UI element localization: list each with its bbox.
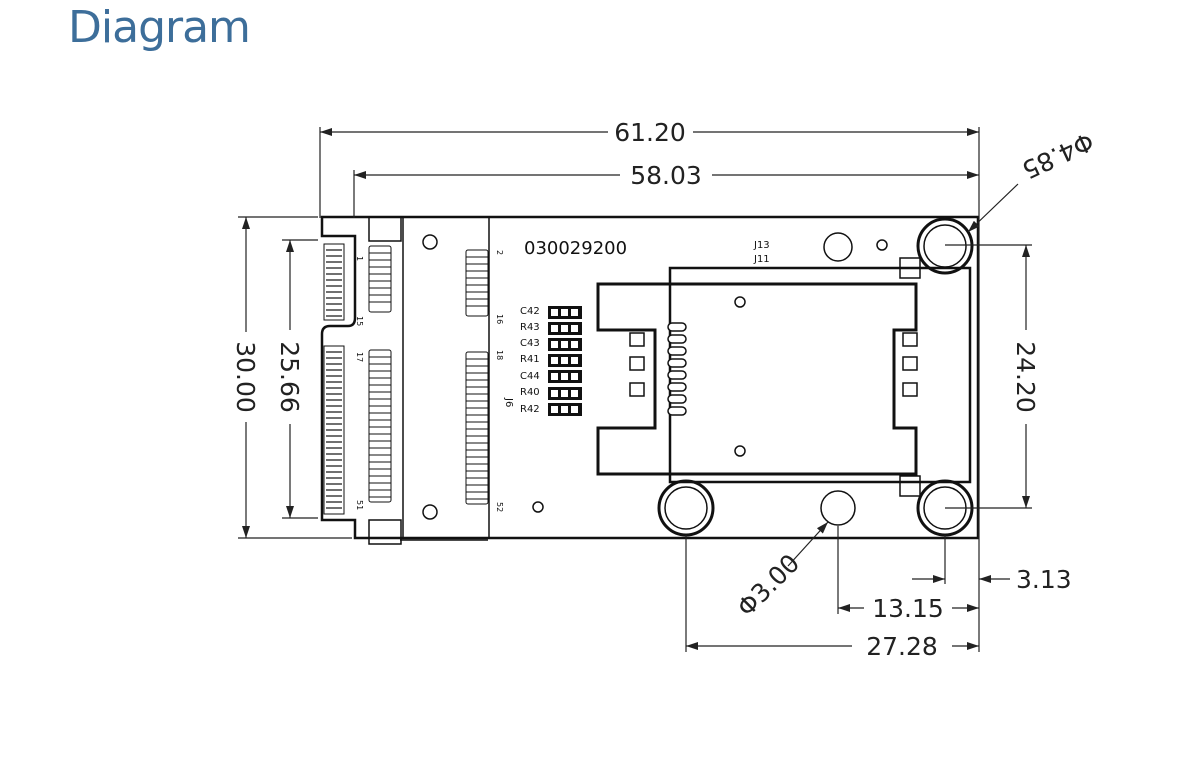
- sim-contacts: [667, 322, 687, 416]
- svg-text:C42: C42: [520, 306, 540, 317]
- connector-tab-bottom: [368, 519, 402, 545]
- svg-text:C43: C43: [520, 338, 540, 349]
- svg-text:R43: R43: [520, 322, 540, 333]
- svg-text:R40: R40: [520, 387, 540, 398]
- jumper-label-j13: J13: [753, 240, 770, 251]
- pin-label-right-bottom: 52: [495, 502, 504, 512]
- board-serial: 030029200: [524, 238, 627, 259]
- svg-text:R42: R42: [520, 404, 540, 415]
- dim-hole-spacing-horizontal: 27.28: [866, 632, 938, 661]
- small-hole: [876, 239, 888, 251]
- dim-overall-width: 61.20: [614, 118, 686, 147]
- component-labels: C42 R43 C43 R41 C44 R40 R42: [520, 306, 540, 415]
- dim-inner-width: 58.03: [630, 161, 702, 190]
- dim-edge-offset: 3.13: [1016, 565, 1072, 594]
- edge-finger-pads: [323, 243, 345, 515]
- pin-label-right-mid-bottom: 18: [495, 350, 504, 360]
- svg-text:C44: C44: [520, 371, 540, 382]
- pin-label-left-bottom: 51: [355, 500, 364, 510]
- dim-inner-height: 25.66: [275, 341, 304, 413]
- dim-mount-hole-diameter: Φ4.85: [1018, 126, 1099, 184]
- page-title: Diagram: [68, 2, 251, 53]
- sim-socket: [596, 282, 918, 476]
- via-hole: [532, 501, 544, 513]
- pin-label-right-mid-top: 16: [495, 314, 504, 324]
- pin-label-left-top: 1: [355, 256, 364, 261]
- pcb-outline: [320, 215, 980, 540]
- connector-tab-top: [368, 216, 402, 242]
- dim-hole-offset: 13.15: [872, 594, 944, 623]
- pin-label-right-top: 2: [495, 250, 504, 255]
- connector-pins-left: [368, 245, 392, 503]
- small-mounting-hole: [820, 490, 856, 526]
- connector-hole-bottom: [422, 504, 438, 520]
- dim-overall-height: 30.00: [231, 341, 260, 413]
- svg-text:R41: R41: [520, 354, 540, 365]
- mounting-hole-top-right: [916, 217, 974, 275]
- dim-small-hole-diameter: Φ3.00: [731, 548, 805, 622]
- connector-hole-top: [422, 234, 438, 250]
- connector-pins-right: [465, 249, 489, 505]
- dim-hole-spacing-vertical: 24.20: [1011, 341, 1040, 413]
- connector-body: [402, 216, 490, 539]
- connector-label: J6: [503, 397, 514, 407]
- jumper-label-j11: J11: [753, 254, 770, 265]
- pin-label-left-mid-top: 15: [355, 316, 364, 326]
- pin-label-left-mid-bottom: 17: [355, 352, 364, 362]
- led-hole: [823, 232, 853, 262]
